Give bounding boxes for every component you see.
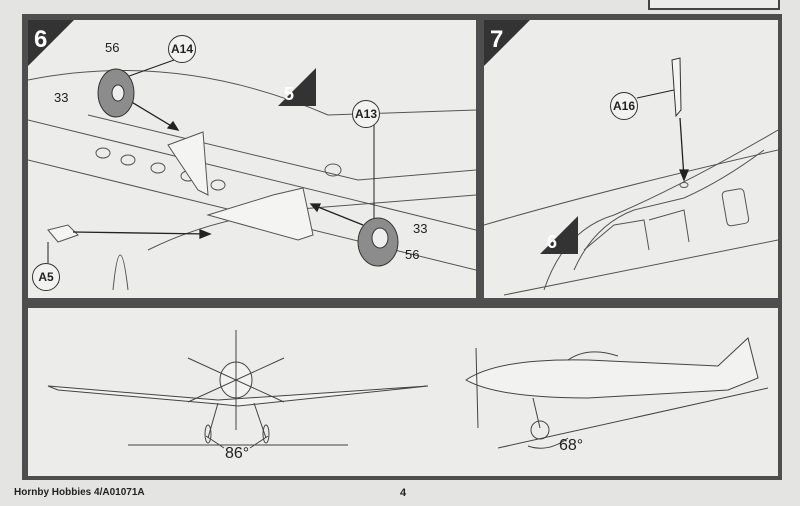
side-view-angle: 68° bbox=[559, 437, 584, 454]
aircraft-views-drawing bbox=[47, 330, 769, 449]
part-number: 56 bbox=[405, 247, 420, 262]
part-callout-a16: A16 bbox=[610, 92, 638, 120]
cockpit-drawing bbox=[484, 57, 778, 296]
front-view-angle: 86° bbox=[225, 445, 250, 462]
part-number: 33 bbox=[54, 90, 69, 105]
part-number: 56 bbox=[105, 40, 120, 55]
part-number: 33 bbox=[413, 221, 428, 236]
step-number: 6 bbox=[34, 26, 48, 53]
part-callout-a5: A5 bbox=[32, 263, 60, 291]
step-6-panel: 6 5 A14 A13 A5 56 33 33 56 bbox=[28, 20, 476, 298]
header-box bbox=[648, 0, 780, 10]
wing-underside-drawing bbox=[28, 54, 476, 291]
page-number: 4 bbox=[400, 487, 407, 499]
step-badge bbox=[484, 20, 530, 66]
part-callout-a14: A14 bbox=[168, 35, 196, 63]
ref-step-triangle bbox=[540, 216, 578, 254]
step-badge bbox=[28, 20, 74, 66]
part-callout-a13: A13 bbox=[352, 100, 380, 128]
ref-step-number: 5 bbox=[284, 84, 295, 104]
ref-step-number: 6 bbox=[547, 232, 558, 252]
step-7-panel: 7 6 A16 bbox=[484, 20, 778, 298]
step-number: 7 bbox=[490, 26, 504, 53]
ref-step-triangle bbox=[278, 68, 316, 106]
final-views-panel: 86° 68° bbox=[28, 308, 778, 476]
footer-publisher: Hornby Hobbies 4/A01071A bbox=[14, 487, 145, 498]
